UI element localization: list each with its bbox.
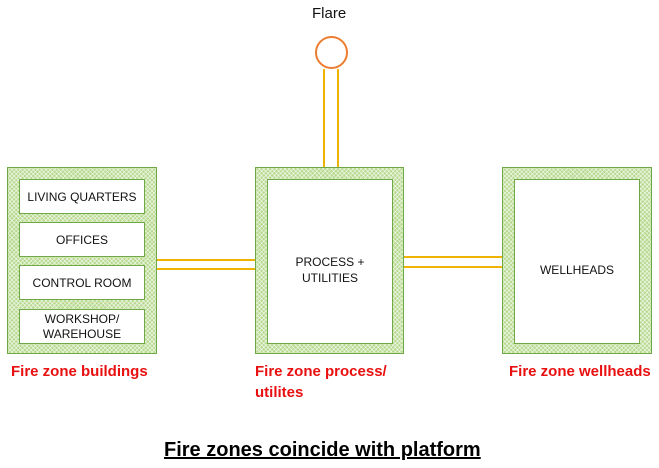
control-room-label: CONTROL ROOM xyxy=(32,275,132,290)
connector-process-wellheads-top xyxy=(404,256,502,258)
flare-label: Flare xyxy=(312,5,347,22)
flare-circle-icon xyxy=(315,36,348,69)
zone-wellheads: WELLHEADS xyxy=(502,167,652,354)
offices-box: OFFICES xyxy=(19,222,145,257)
connector-buildings-process-top xyxy=(157,259,255,261)
zone-process: PROCESS + UTILITIES xyxy=(255,167,404,354)
connector-buildings-process-bottom xyxy=(157,268,255,270)
diagram-caption: Fire zones coincide with platform xyxy=(164,439,481,461)
flare-pipe-left xyxy=(323,69,325,168)
workshop-warehouse-box: WORKSHOP/ WAREHOUSE xyxy=(19,309,145,344)
living-quarters-label: LIVING QUARTERS xyxy=(27,189,137,204)
process-box-line1: PROCESS + xyxy=(295,255,365,269)
wellheads-label: WELLHEADS xyxy=(539,263,615,277)
process-box-line2: UTILITIES xyxy=(301,271,358,285)
workshop-warehouse-label: WORKSHOP/ WAREHOUSE xyxy=(42,311,122,341)
control-room-box: CONTROL ROOM xyxy=(19,265,145,300)
wellheads-box: WELLHEADS xyxy=(514,179,640,344)
zone-process-label-line1: Fire zone process/ xyxy=(255,363,387,380)
living-quarters-box: LIVING QUARTERS xyxy=(19,179,145,214)
zone-buildings-label: Fire zone buildings xyxy=(11,363,148,380)
connector-process-wellheads-bottom xyxy=(404,266,502,268)
zone-process-label: Fire zone process/ utilites xyxy=(255,361,387,403)
offices-label: OFFICES xyxy=(55,232,108,247)
zone-process-label-line2: utilites xyxy=(255,384,304,401)
zone-wellheads-label: Fire zone wellheads xyxy=(509,363,651,380)
process-utilities-box: PROCESS + UTILITIES xyxy=(267,179,393,344)
zone-buildings: LIVING QUARTERS OFFICES CONTROL ROOM WOR… xyxy=(7,167,157,354)
flare-pipe-right xyxy=(337,69,339,168)
